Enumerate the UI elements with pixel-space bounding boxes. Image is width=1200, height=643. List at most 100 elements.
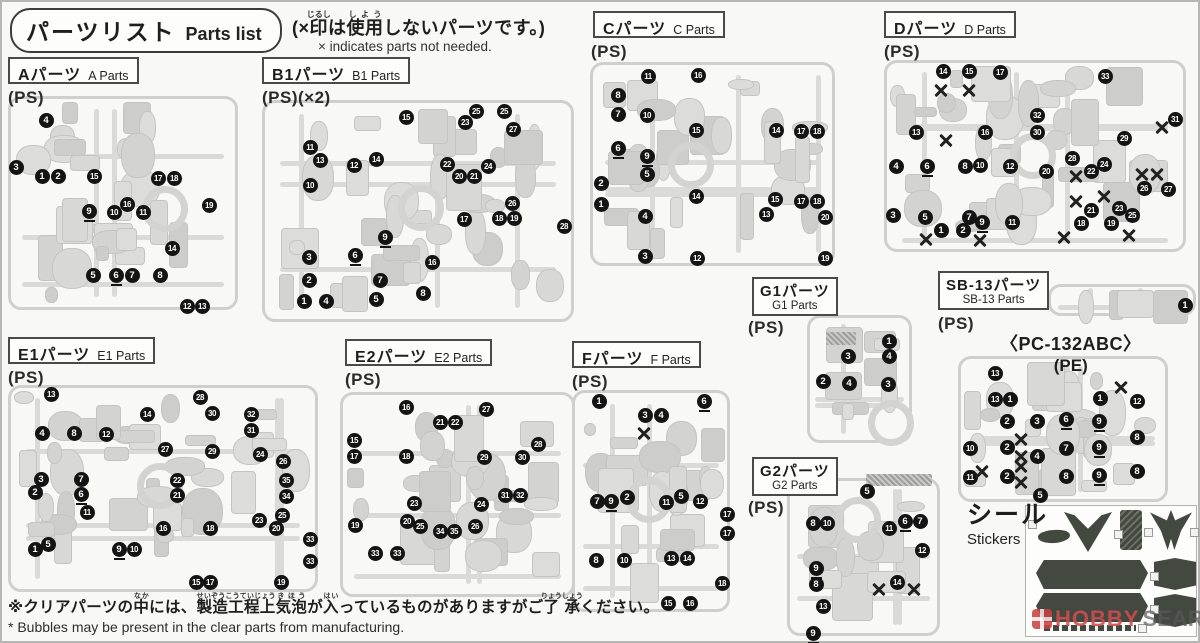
part-number-badge: 8 [66, 425, 82, 441]
molded-part [418, 109, 449, 145]
molded-part [1116, 290, 1155, 318]
part-number-badge: 4 [34, 425, 50, 441]
part-number-badge: 14 [768, 122, 784, 138]
part-number-badge: 12 [1002, 158, 1018, 174]
part-number-badge: 2 [619, 489, 635, 505]
part-number-badge: 1 [933, 222, 949, 238]
part-number-badge: 1 [591, 393, 607, 409]
sprue-bar [94, 109, 100, 297]
sticker-skirt-2 [1036, 593, 1148, 622]
runner-label-jp: Fパーツ [582, 351, 644, 368]
part-number-badge: 9 [639, 148, 655, 167]
not-used-x-mark [918, 231, 934, 247]
molded-part [659, 529, 695, 551]
molded-part [503, 129, 544, 165]
part-number-badge: 33 [302, 553, 318, 569]
part-number-badge: 4 [38, 112, 54, 128]
part-number-badge: 17 [793, 123, 809, 139]
sticker-chest-2 [1154, 594, 1196, 627]
sticker-number-tag [1150, 572, 1159, 581]
part-number-badge: 22 [169, 472, 185, 488]
sticker-number-tag [1150, 605, 1159, 614]
part-number-badge: 13 [987, 391, 1003, 407]
part-number-badge: 31 [1167, 111, 1183, 127]
part-number-badge: 12 [98, 426, 114, 442]
molded-part [117, 429, 155, 443]
molded-part [54, 139, 86, 156]
part-number-badge: 32 [512, 487, 528, 503]
runner-material-G1: (PS) [748, 318, 784, 337]
molded-part [904, 190, 942, 228]
molded-part [289, 239, 306, 255]
part-number-badge: 14 [889, 574, 905, 590]
part-number-badge: 25 [412, 518, 428, 534]
part-number-badge: 4 [881, 348, 897, 364]
not-used-x-mark [1149, 166, 1165, 182]
sprue-bar [901, 238, 1169, 244]
sticker-strip [1044, 625, 1136, 631]
runner-label-jp: B1パーツ [272, 67, 346, 84]
part-number-badge: 13 [908, 124, 924, 140]
not-used-x-mark [906, 581, 922, 597]
molded-part [51, 248, 92, 289]
part-number-badge: 25 [1124, 207, 1140, 223]
part-number-badge: 9 [974, 214, 990, 233]
runner-label-en: E1 Parts [97, 349, 146, 363]
part-number-badge: 29 [1116, 130, 1132, 146]
molded-part [831, 573, 873, 621]
part-number-badge: 27 [157, 441, 173, 457]
part-number-badge: 7 [124, 267, 140, 283]
part-number-badge: 3 [885, 207, 901, 223]
part-number-badge: 21 [466, 168, 482, 184]
molded-part [1070, 98, 1099, 146]
runner-label-jp: G1パーツ [760, 283, 830, 300]
molded-part [1089, 372, 1104, 390]
runner-material-E1: (PS) [8, 368, 44, 387]
part-number-badge: 30 [514, 449, 530, 465]
page-title: パーツリスト Parts list [10, 8, 282, 53]
part-number-badge: 11 [79, 504, 95, 520]
molded-part [795, 136, 810, 183]
molded-part [426, 223, 453, 245]
part-number-badge: 31 [243, 422, 259, 438]
page-title-jp: パーツリスト [26, 19, 176, 45]
molded-part [353, 115, 382, 131]
part-number-badge: 28 [530, 436, 546, 452]
runner-material-F: (PS) [572, 372, 608, 391]
part-number-badge: 3 [8, 159, 24, 175]
part-number-badge: 10 [819, 515, 835, 531]
sprue-bar [604, 187, 821, 193]
part-number-badge: 5 [368, 291, 384, 307]
molded-part [914, 107, 938, 118]
part-number-badge: 17 [719, 525, 735, 541]
sticker-skirt-1 [1036, 560, 1148, 589]
part-number-badge: 27 [478, 401, 494, 417]
molded-part [964, 391, 981, 431]
part-number-badge: 8 [1129, 463, 1145, 479]
gate-ring [868, 400, 914, 446]
part-number-badge: 2 [999, 413, 1015, 429]
sticker-wing-emblem [1150, 510, 1192, 550]
part-number-badge: 26 [504, 195, 520, 211]
sprue-bar [465, 404, 471, 585]
part-number-badge: 14 [935, 63, 951, 79]
part-number-badge: 15 [86, 168, 102, 184]
unused-parts-note: (×印じるしは使用しようしないパーツです。) × indicates parts… [292, 10, 545, 54]
sprue-bar [298, 113, 304, 309]
part-number-badge: 1 [34, 168, 50, 184]
part-number-badge: 3 [1029, 413, 1045, 429]
molded-part [701, 427, 725, 463]
molded-part [464, 540, 503, 572]
sticker-title-en: Stickers [967, 531, 1021, 548]
runner-molded-tag [826, 332, 856, 345]
part-number-badge: 10 [972, 157, 988, 173]
part-number-badge: 8 [152, 267, 168, 283]
part-number-badge: 14 [368, 151, 384, 167]
part-number-badge: 8 [808, 576, 824, 592]
runner-label-en: D Parts [964, 23, 1006, 37]
part-number-badge: 3 [840, 348, 856, 364]
